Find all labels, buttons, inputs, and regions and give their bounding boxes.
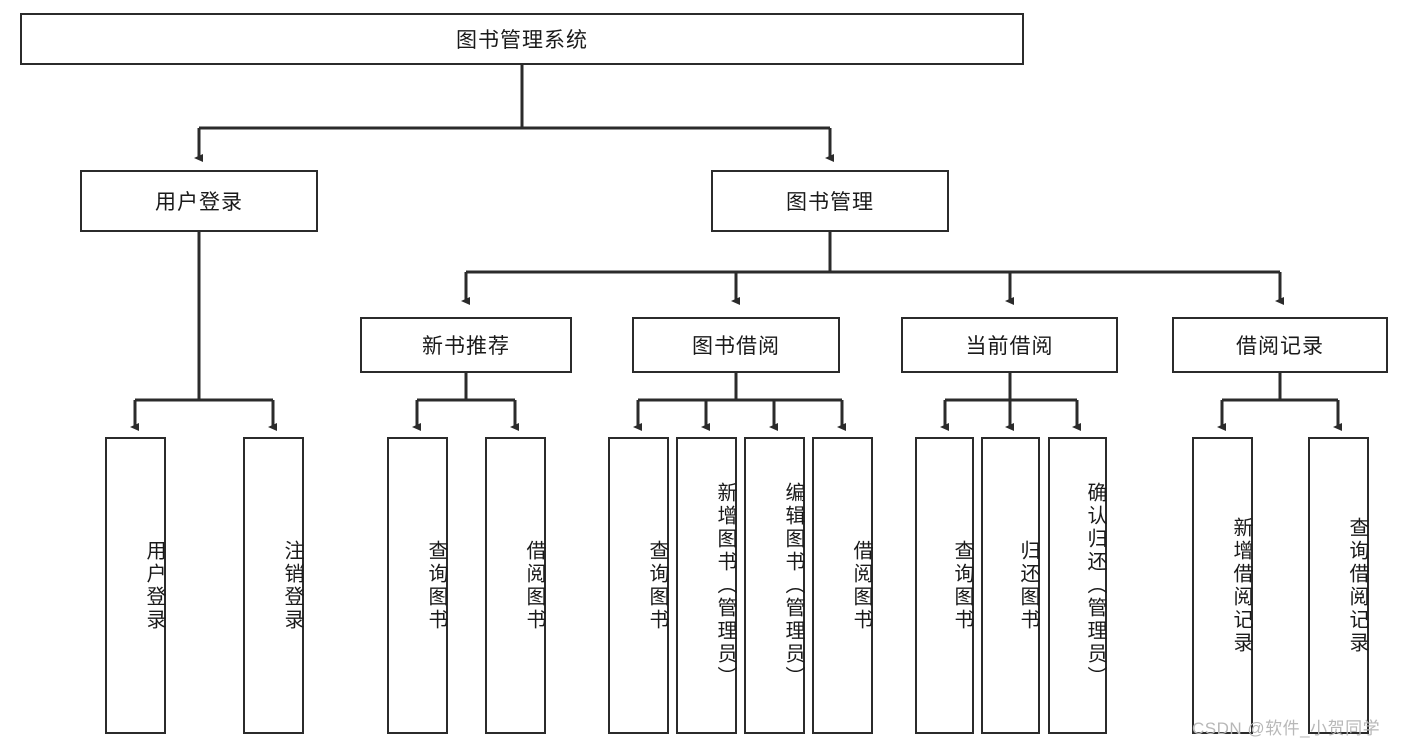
node-label: 借阅图书 [523, 539, 545, 632]
watermark: CSDN @软件_小贺同学 [1192, 719, 1381, 738]
node-book-management[interactable]: 图书管理 [711, 170, 949, 232]
node-root-book-management-system[interactable]: 图书管理系统 [20, 13, 1024, 65]
node-book-borrow[interactable]: 图书借阅 [632, 317, 840, 373]
node-new-book-recommend[interactable]: 新书推荐 [360, 317, 572, 373]
node-label: 查询图书 [425, 539, 447, 632]
node-label: 用户登录 [155, 191, 243, 214]
leaf-current-borrow-query-book[interactable]: 查询图书 [915, 437, 974, 734]
leaf-current-borrow-return-book[interactable]: 归还图书 [981, 437, 1040, 734]
node-label: 新书推荐 [422, 335, 510, 358]
node-label: 图书借阅 [692, 335, 780, 358]
leaf-book-borrow-borrow-book[interactable]: 借阅图书 [812, 437, 873, 734]
node-label: 新增图书（管理员） [714, 482, 736, 689]
leaf-borrow-record-query-record[interactable]: 查询借阅记录 [1308, 437, 1369, 734]
node-label: 归还图书 [1017, 539, 1039, 632]
node-label: 借阅记录 [1236, 335, 1324, 358]
node-current-borrow[interactable]: 当前借阅 [901, 317, 1118, 373]
node-borrow-record[interactable]: 借阅记录 [1172, 317, 1388, 373]
node-label: 新增借阅记录 [1230, 516, 1252, 655]
leaf-new-book-query-book[interactable]: 查询图书 [387, 437, 448, 734]
node-user-login[interactable]: 用户登录 [80, 170, 318, 232]
leaf-user-login-login[interactable]: 用户登录 [105, 437, 166, 734]
node-label: 当前借阅 [965, 335, 1054, 358]
leaf-borrow-record-add-record[interactable]: 新增借阅记录 [1192, 437, 1253, 734]
leaf-user-login-logout[interactable]: 注销登录 [243, 437, 304, 734]
node-label: 图书管理 [786, 191, 874, 214]
node-label: 查询图书 [951, 539, 973, 632]
leaf-current-borrow-confirm-return-admin[interactable]: 确认归还（管理员） [1048, 437, 1107, 734]
leaf-book-borrow-add-book-admin[interactable]: 新增图书（管理员） [676, 437, 737, 734]
leaf-new-book-borrow-book[interactable]: 借阅图书 [485, 437, 546, 734]
leaf-book-borrow-query-book[interactable]: 查询图书 [608, 437, 669, 734]
leaf-book-borrow-edit-book-admin[interactable]: 编辑图书（管理员） [744, 437, 805, 734]
node-label: 借阅图书 [850, 539, 872, 632]
node-label: 图书管理系统 [456, 29, 588, 52]
node-label: 用户登录 [143, 539, 165, 632]
node-label: 编辑图书（管理员） [782, 482, 804, 689]
node-label: 查询图书 [646, 539, 668, 632]
node-label: 确认归还（管理员） [1084, 482, 1106, 689]
node-label: 查询借阅记录 [1346, 516, 1368, 655]
node-label: 注销登录 [281, 539, 303, 632]
